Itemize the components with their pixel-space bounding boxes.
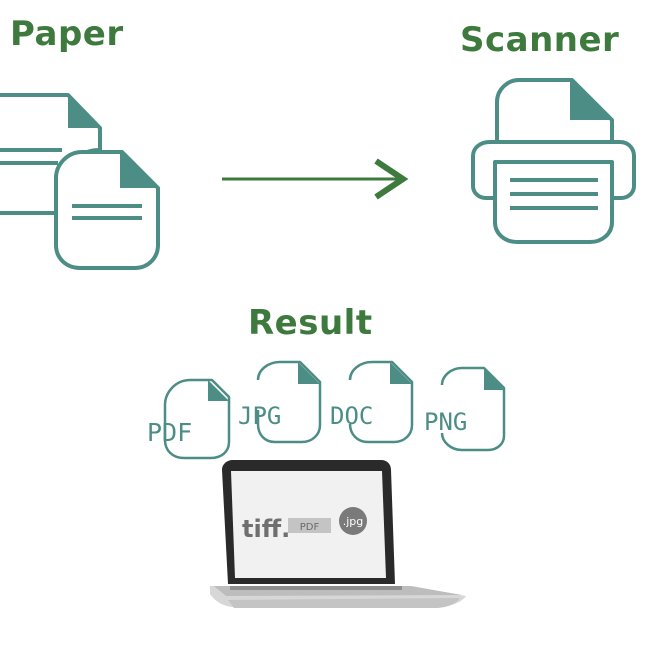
screen-text-pdf: PDF	[300, 522, 320, 533]
screen-text-tiff: tiff.	[242, 515, 290, 543]
paper-heading: Paper	[10, 14, 124, 54]
file-label-png: PNG	[424, 408, 467, 436]
scanner-icon	[471, 78, 636, 244]
result-heading: Result	[248, 303, 373, 343]
laptop-icon: tiff. PDF .jpg	[210, 460, 466, 608]
file-label-doc: DOC	[330, 402, 373, 430]
paper-stack-icon	[0, 93, 160, 270]
screen-text-jpg: .jpg	[343, 515, 364, 528]
file-label-pdf: PDF	[147, 418, 192, 447]
file-label-jpg: JPG	[238, 402, 281, 430]
file-icon-pdf: PDF	[147, 378, 231, 460]
file-icon-jpg: JPG	[238, 360, 322, 444]
scanner-heading: Scanner	[460, 20, 620, 60]
screen-pdf-badge	[288, 518, 331, 533]
screen-jpg-badge	[339, 507, 367, 535]
file-icon-png: PNG	[424, 366, 506, 452]
file-icon-doc: DOC	[330, 360, 414, 444]
